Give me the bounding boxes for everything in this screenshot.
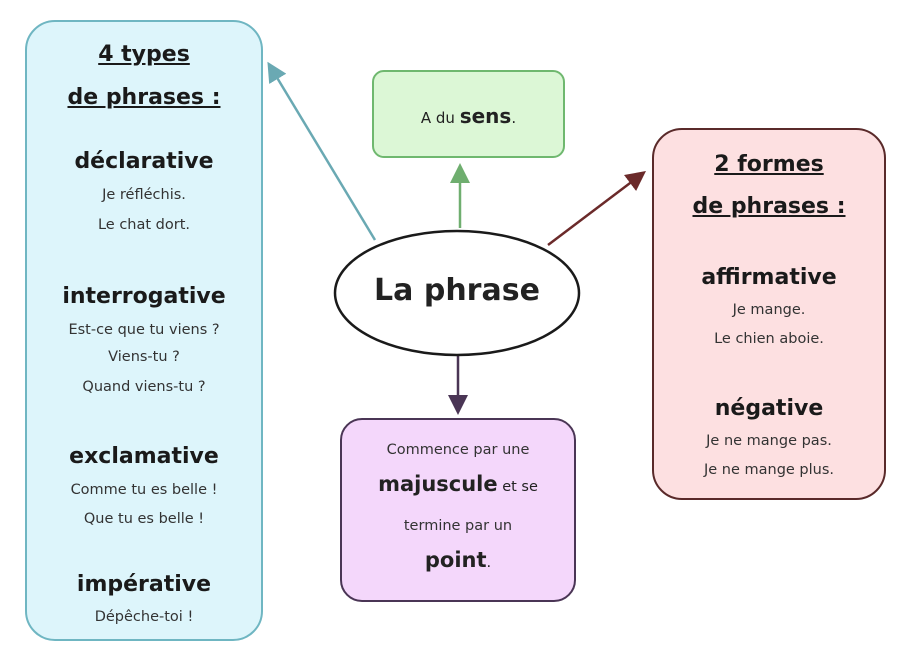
type-example: Comme tu es belle ! bbox=[70, 482, 218, 498]
forms-title-line2: de phrases : bbox=[692, 194, 846, 219]
type-name: interrogative bbox=[62, 284, 226, 309]
type-example: Je réfléchis. bbox=[102, 187, 186, 203]
center-ellipse bbox=[333, 229, 581, 357]
arrow-to-forms bbox=[547, 170, 646, 246]
type-name: exclamative bbox=[69, 444, 219, 469]
punct-bold-point: point bbox=[424, 548, 487, 572]
punct-line3: termine par un bbox=[403, 518, 513, 534]
punct-line1: Commence par une bbox=[386, 442, 530, 458]
arrow-to-types bbox=[267, 61, 377, 241]
form-name: affirmative bbox=[701, 265, 837, 290]
punct-line2-rest: et se bbox=[497, 479, 538, 495]
punct-line4: point. bbox=[342, 548, 574, 572]
type-name: impérative bbox=[76, 572, 212, 597]
type-example: Viens-tu ? bbox=[108, 349, 180, 365]
sense-box: A du sens. bbox=[372, 70, 565, 158]
punct-end: . bbox=[486, 555, 492, 571]
forms-box: 2 formes de phrases : affirmative Je man… bbox=[652, 128, 886, 500]
form-example: Je mange. bbox=[732, 302, 806, 318]
form-example: Le chien aboie. bbox=[714, 331, 824, 347]
sense-text: A du sens. bbox=[374, 104, 563, 128]
type-example: Quand viens-tu ? bbox=[82, 379, 206, 395]
types-box: 4 types de phrases : déclarative Je réfl… bbox=[25, 20, 263, 641]
type-name: déclarative bbox=[74, 149, 214, 174]
form-example: Je ne mange pas. bbox=[706, 433, 832, 449]
type-example: Que tu es belle ! bbox=[83, 511, 205, 527]
types-title-line2: de phrases : bbox=[67, 85, 221, 110]
form-example: Je ne mange plus. bbox=[703, 462, 835, 478]
form-name: négative bbox=[714, 396, 824, 421]
sense-prefix: A du bbox=[420, 109, 460, 127]
type-example: Est-ce que tu viens ? bbox=[68, 322, 220, 338]
types-title-line1: 4 types bbox=[98, 42, 190, 67]
sense-bold: sens bbox=[459, 104, 512, 128]
punctuation-box: Commence par une majuscule et se termine… bbox=[340, 418, 576, 602]
type-example: Dépêche-toi ! bbox=[94, 609, 194, 625]
center-label: La phrase bbox=[374, 273, 540, 308]
sense-suffix: . bbox=[511, 109, 517, 127]
type-example: Le chat dort. bbox=[97, 217, 191, 233]
forms-title-line1: 2 formes bbox=[714, 152, 824, 177]
punct-bold-majuscule: majuscule bbox=[378, 472, 498, 496]
punct-line2: majuscule et se bbox=[342, 472, 574, 496]
